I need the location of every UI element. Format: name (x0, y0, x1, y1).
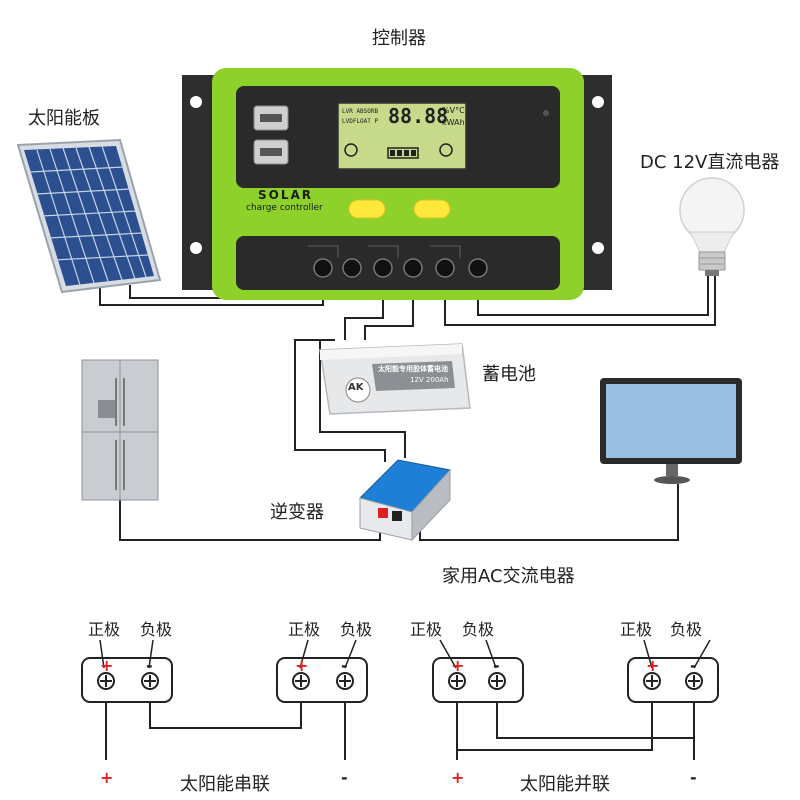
refrigerator (81, 359, 159, 501)
inverter-label: 逆变器 (270, 502, 324, 523)
series-out-plus: + (100, 768, 114, 787)
parallel-wires (456, 702, 695, 760)
sign-plus-2: + (295, 656, 309, 675)
controller-brand: SOLAR (258, 188, 314, 202)
sign-minus-1: - (146, 656, 153, 675)
dc-load-label: DC 12V直流电器 (640, 152, 780, 173)
series-neg-label-2: 负极 (340, 620, 373, 639)
battery-label: 蓄电池 (482, 364, 536, 385)
terminals-bottom (97, 672, 703, 690)
series-out-minus: - (341, 768, 348, 787)
parallel-pos-label-2: 正极 (620, 620, 653, 639)
parallel-out-plus: + (451, 768, 465, 787)
wire-ac-fridge (119, 500, 381, 541)
lcd-line2: LVDFLOAT P (342, 118, 379, 125)
wire-ac-monitor (419, 484, 679, 541)
monitor (600, 378, 742, 484)
wire-inv-neg (319, 339, 406, 458)
dc-bulb (679, 177, 745, 276)
series-neg-label-1: 负极 (140, 620, 173, 639)
solar-panel (16, 138, 162, 294)
lcd-units1: %V°C (442, 106, 465, 115)
sign-plus-1: + (100, 656, 114, 675)
sign-plus-3: + (451, 656, 465, 675)
parallel-title: 太阳能并联 (520, 774, 610, 795)
lcd-units2: kWAh (442, 118, 465, 127)
battery-print-brand: AK (348, 382, 364, 393)
battery-print-spec: 12V 200Ah (410, 376, 449, 384)
label-pointers (99, 639, 711, 669)
lcd-line1: LVR ABSORB (342, 108, 379, 115)
lcd-digits: 88.88 (388, 104, 449, 128)
sign-minus-2: - (341, 656, 348, 675)
charge-controller (182, 68, 612, 300)
series-title: 太阳能串联 (180, 774, 270, 795)
parallel-pos-label-1: 正极 (410, 620, 443, 639)
battery-blocks (81, 657, 719, 703)
battery (319, 343, 471, 415)
controller-subtitle: charge controller (246, 203, 323, 213)
series-wires (105, 702, 346, 760)
wire-battery-neg (364, 275, 414, 340)
battery-print-title: 太阳能专用胶体蓄电池 (378, 365, 448, 373)
inverter (359, 459, 451, 542)
sign-minus-3: - (493, 656, 500, 675)
controller-label: 控制器 (372, 28, 426, 49)
wire-inv-pos (294, 339, 386, 462)
series-pos-label-1: 正极 (88, 620, 121, 639)
parallel-neg-label-2: 负极 (670, 620, 703, 639)
parallel-neg-label-1: 负极 (462, 620, 495, 639)
series-pos-label-2: 正极 (288, 620, 321, 639)
parallel-out-minus: - (690, 768, 697, 787)
sign-plus-4: + (646, 656, 660, 675)
sign-minus-4: - (690, 656, 697, 675)
solar-panel-label: 太阳能板 (28, 108, 100, 129)
ac-load-label: 家用AC交流电器 (442, 566, 575, 587)
